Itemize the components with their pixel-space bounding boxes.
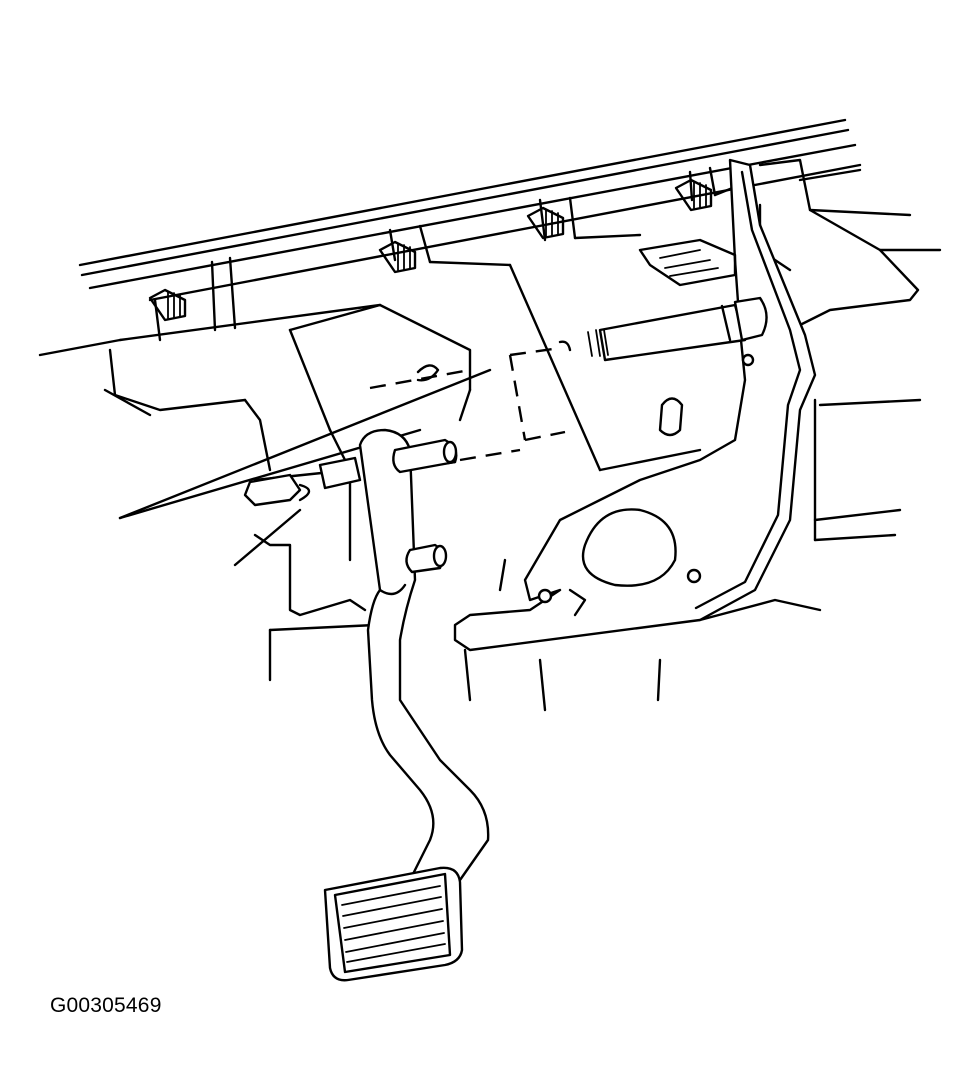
pedal-pad	[323, 866, 464, 982]
stud-3	[526, 206, 565, 240]
clip	[416, 340, 572, 382]
mounting-studs	[148, 178, 713, 322]
stud-4	[674, 178, 713, 212]
stud-2	[378, 240, 417, 274]
brake-pedal	[358, 428, 490, 882]
figure-id-label: G00305469	[50, 994, 162, 1017]
nut	[243, 473, 311, 507]
brake-pedal-bracket	[453, 158, 817, 652]
stud-1	[148, 288, 187, 322]
bushing	[318, 456, 362, 490]
leader-lines	[118, 346, 566, 520]
pivot-bolt	[587, 296, 768, 362]
